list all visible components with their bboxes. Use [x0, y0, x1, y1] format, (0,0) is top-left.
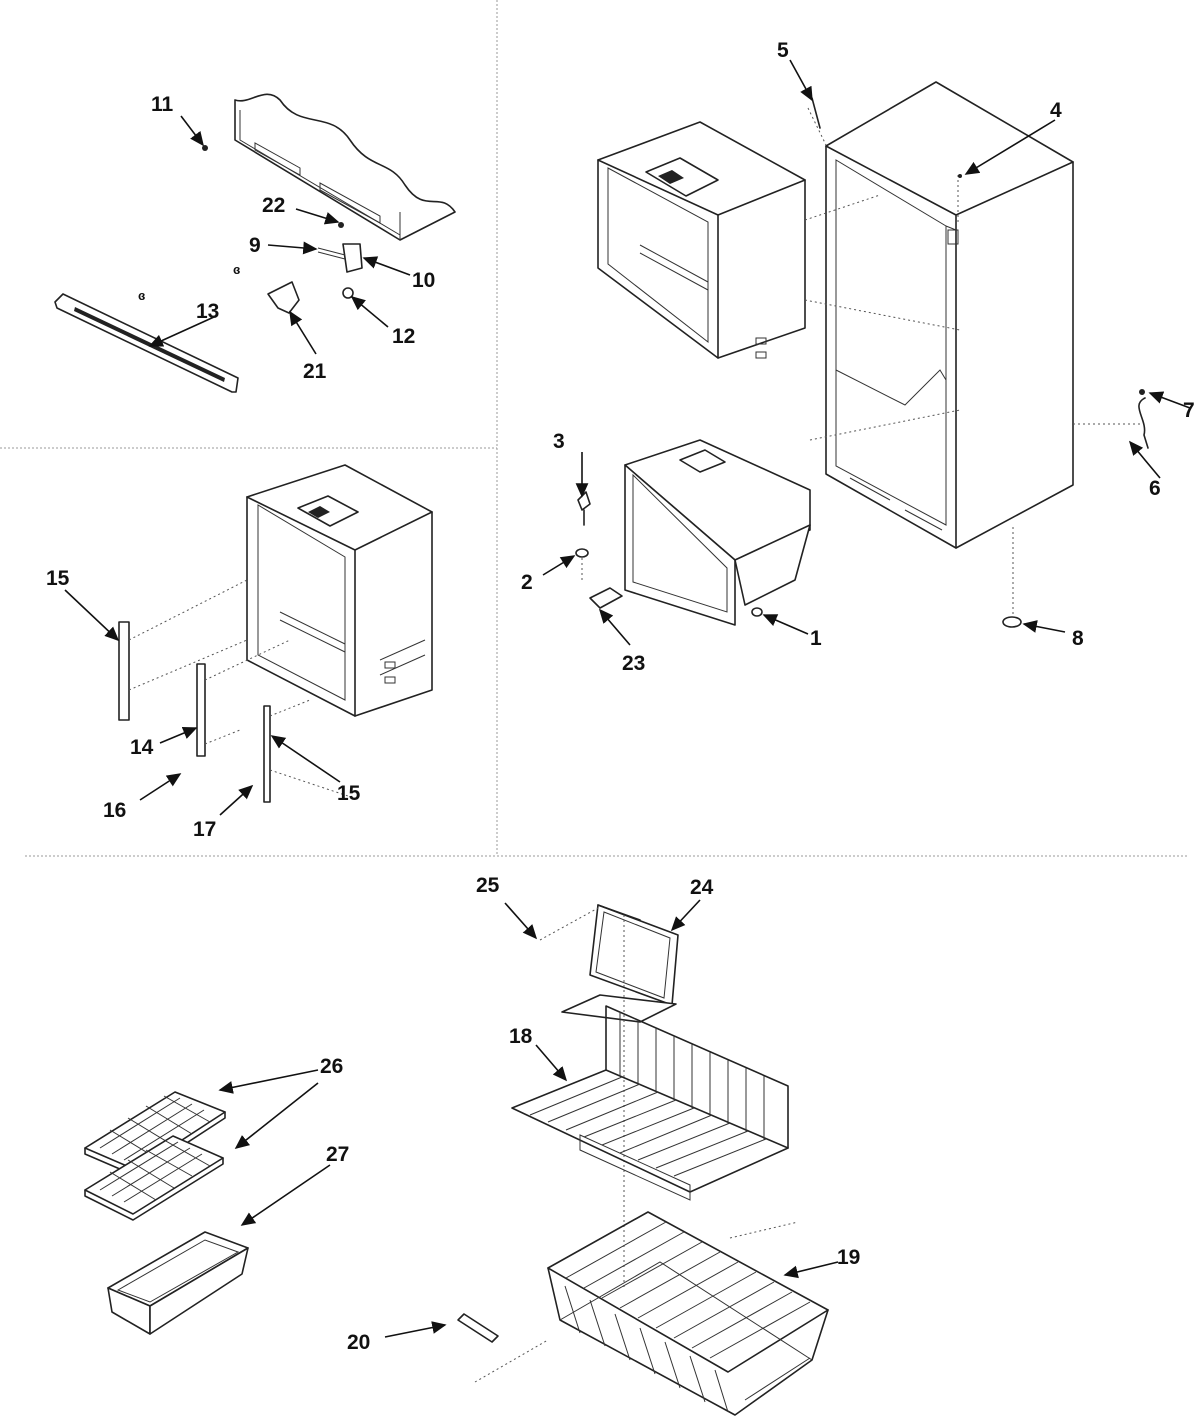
callout-11: 11 [151, 93, 174, 116]
callout-3: 3 [553, 430, 565, 453]
small-parts-right [575, 93, 1149, 628]
callout-16: 16 [103, 799, 126, 822]
middle-left-panel: 15 14 16 17 15 [46, 464, 433, 841]
callout-21: 21 [303, 360, 327, 383]
callout-20: 20 [347, 1331, 370, 1354]
callout-15-left: 15 [46, 567, 70, 590]
kick-plate-part-13: ɞ ɞ [54, 262, 240, 393]
callout-2: 2 [521, 571, 533, 594]
callout-27: 27 [326, 1143, 349, 1166]
callout-24: 24 [690, 876, 714, 899]
callout-5: 5 [777, 39, 789, 62]
handle-part-20 [457, 1313, 549, 1383]
callout-8: 8 [1072, 627, 1084, 650]
callout-26: 26 [320, 1055, 343, 1078]
cabinet-shell [807, 81, 1140, 618]
top-left-panel: ɞ ɞ 11 22 9 10 12 13 21 [54, 93, 456, 393]
ice-bucket-part-27 [107, 1231, 249, 1335]
freezer-liner-upper [597, 121, 961, 359]
callout-10: 10 [412, 269, 435, 292]
top-right-panel: 5 4 7 6 8 1 3 2 23 [521, 39, 1195, 675]
svg-text:ɞ: ɞ [233, 262, 240, 277]
clip-part-21 [267, 281, 300, 314]
callout-6: 6 [1149, 477, 1161, 500]
callout-7: 7 [1183, 399, 1195, 422]
ice-trays-part-26 [84, 1091, 226, 1221]
basket-divider-part-24 [539, 904, 679, 1290]
panel-dividers [0, 0, 1188, 857]
callout-22: 22 [262, 194, 285, 217]
callout-14: 14 [130, 736, 154, 759]
callout-19: 19 [837, 1246, 860, 1269]
upper-rail [234, 93, 456, 241]
ice-bin-housing [624, 409, 961, 626]
callout-18: 18 [509, 1025, 533, 1048]
freezer-liner-left [246, 464, 433, 717]
callout-1: 1 [810, 627, 822, 650]
callout-25: 25 [476, 874, 500, 897]
wire-basket-part-19 [547, 1211, 829, 1416]
callout-17: 17 [193, 818, 216, 841]
callout-4: 4 [1050, 99, 1062, 122]
svg-text:ɞ: ɞ [138, 288, 145, 303]
callout-9: 9 [249, 234, 261, 257]
wire-shelf-part-18 [511, 1005, 789, 1201]
callout-12: 12 [392, 325, 415, 348]
callout-13: 13 [196, 300, 219, 323]
shelf-rails [118, 579, 361, 803]
callout-15-right: 15 [337, 782, 361, 805]
callout-23: 23 [622, 652, 645, 675]
bottom-panel: 25 24 18 19 20 26 27 [84, 874, 860, 1416]
